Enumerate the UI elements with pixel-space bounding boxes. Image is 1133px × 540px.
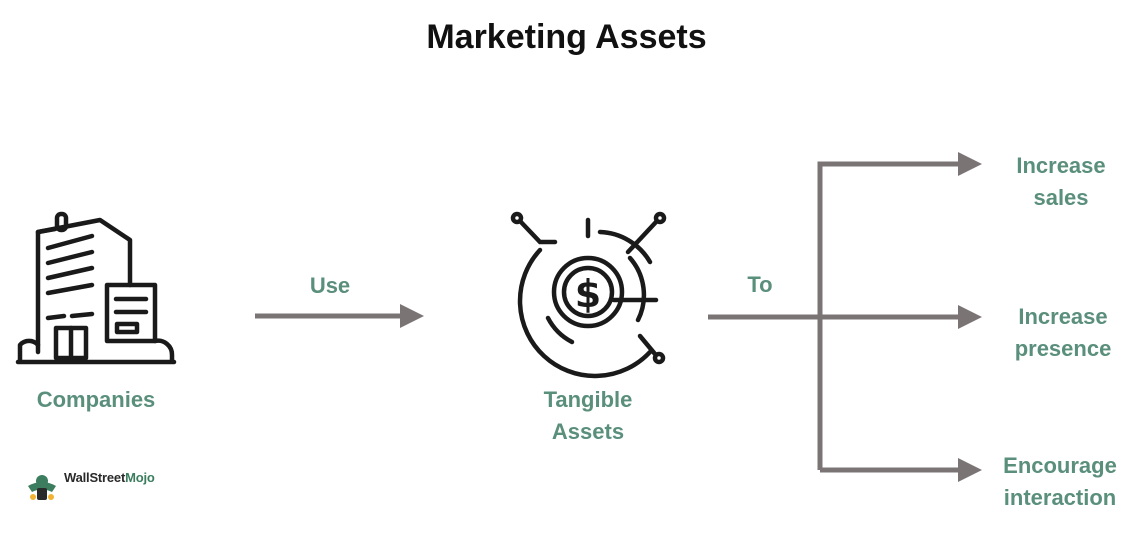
arrow-to [708, 161, 960, 473]
outcome-increase-sales: Increase sales [996, 150, 1126, 214]
page-title: Marketing Assets [426, 18, 707, 56]
dollar-assets-icon: $ [510, 211, 667, 379]
node-label-line: Assets [551, 419, 625, 444]
arrowheads [958, 152, 982, 482]
office-building-icon [15, 211, 177, 365]
outcome-line: presence [1014, 336, 1112, 361]
node-label-line: Tangible [543, 387, 633, 412]
outcome-line: Increase [1018, 304, 1108, 329]
arrowhead-presence [958, 305, 982, 329]
outcome-line: sales [1033, 185, 1089, 210]
node-label-companies: Companies [36, 387, 156, 412]
node-label-tangible-assets: Tangible Assets [520, 384, 656, 448]
outcome-encourage-interaction: Encourage interaction [990, 450, 1130, 514]
brand-name: WallStreetMojo [64, 470, 155, 485]
outcome-increase-presence: Increase presence [996, 301, 1130, 365]
brand-logo-icon [28, 475, 56, 500]
outcome-line: Increase [1016, 153, 1106, 178]
outcome-line: interaction [1003, 485, 1117, 510]
svg-text:$: $ [575, 272, 601, 316]
brand-logo: WallStreetMojo [24, 470, 155, 485]
edge-label-to: To [747, 272, 773, 297]
brand-name-part2: Mojo [125, 470, 155, 485]
brand-name-part1: WallStreet [64, 470, 126, 485]
outcome-line: Encourage [1003, 453, 1117, 478]
arrowhead-interaction [958, 458, 982, 482]
arrowhead-sales [958, 152, 982, 176]
arrow-use [255, 304, 424, 328]
edge-label-use: Use [309, 273, 351, 298]
